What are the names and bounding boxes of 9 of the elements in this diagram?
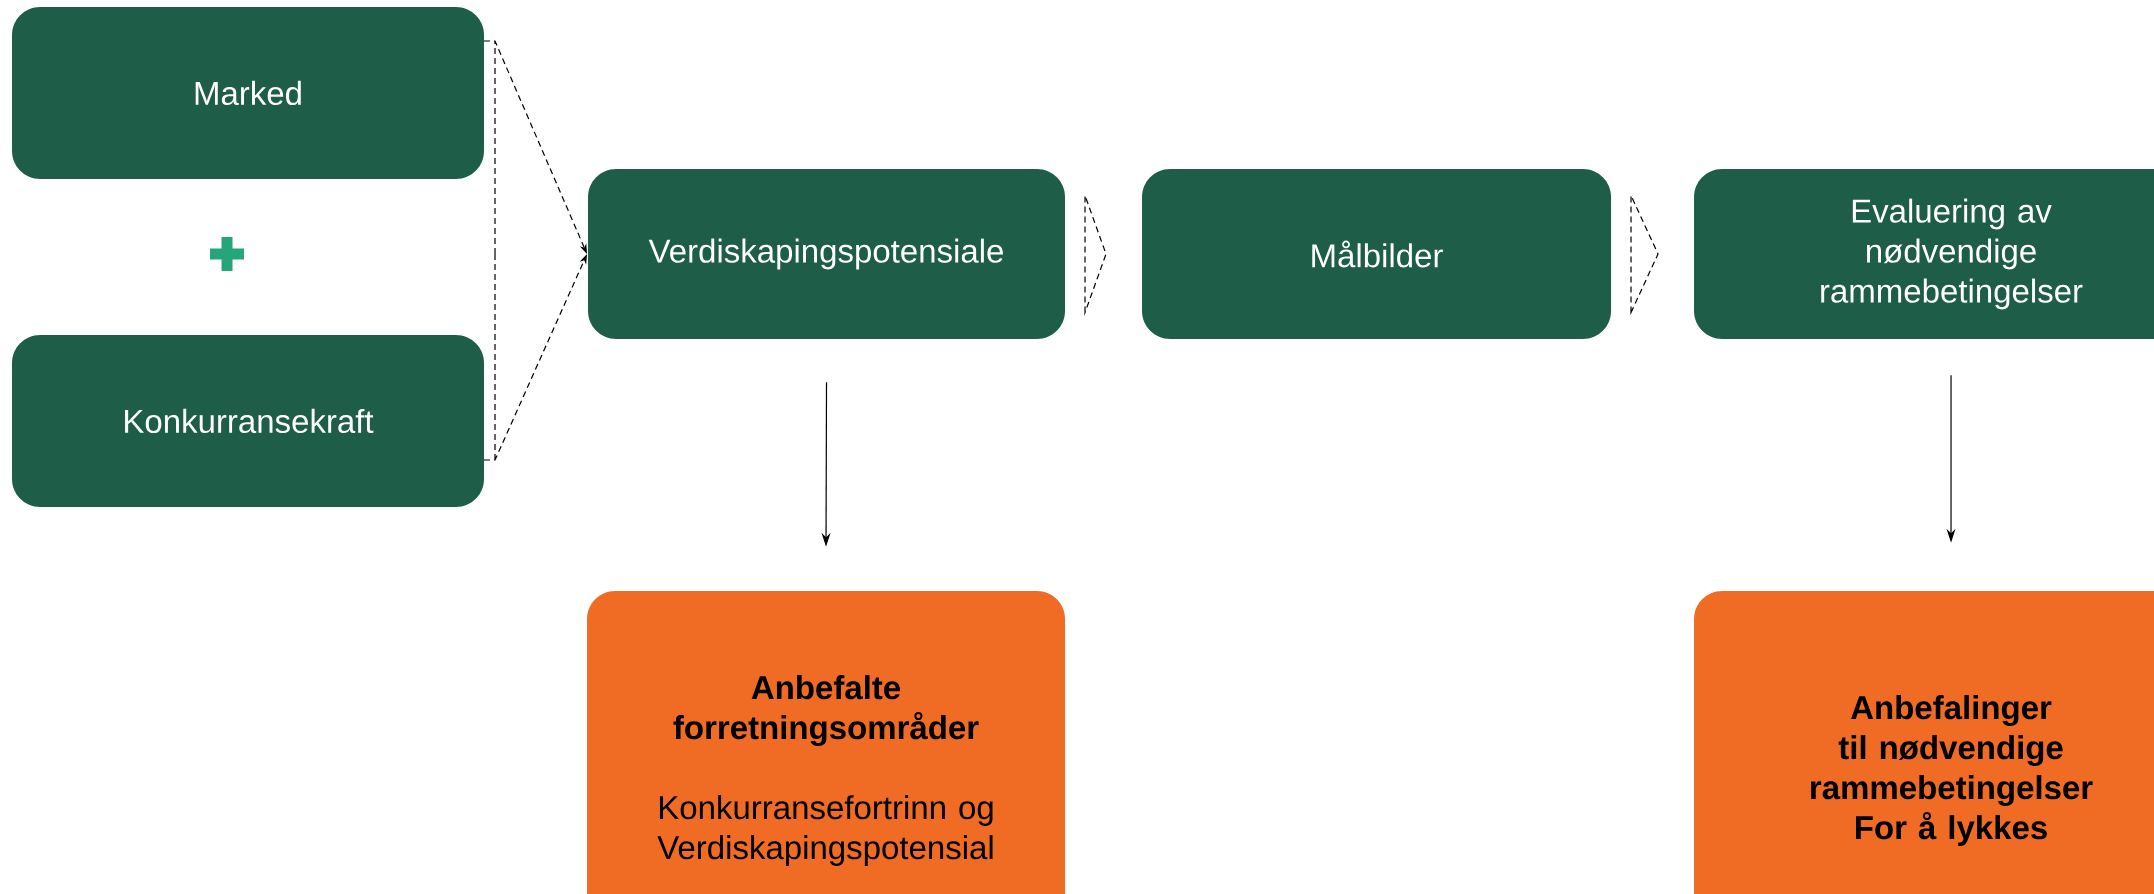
process-box: Verdiskapingspotensiale — [588, 169, 1065, 339]
chevron-arrow — [483, 253, 587, 461]
process-box: Evaluering av nødvendige rammebetingelser — [1694, 169, 2154, 339]
chevron-arrow — [483, 40, 587, 255]
result-box: Anbefalinger til nødvendige rammebetingelser For å lykkes — [1694, 591, 2154, 894]
process-box: Konkurransekraft — [12, 335, 484, 507]
result-box: Anbefalte forretningsområder Konkurransefortrinn og Verdiskapingspotensial — [587, 591, 1065, 894]
process-box: Marked — [12, 7, 484, 179]
process-box: Målbilder — [1142, 169, 1611, 339]
